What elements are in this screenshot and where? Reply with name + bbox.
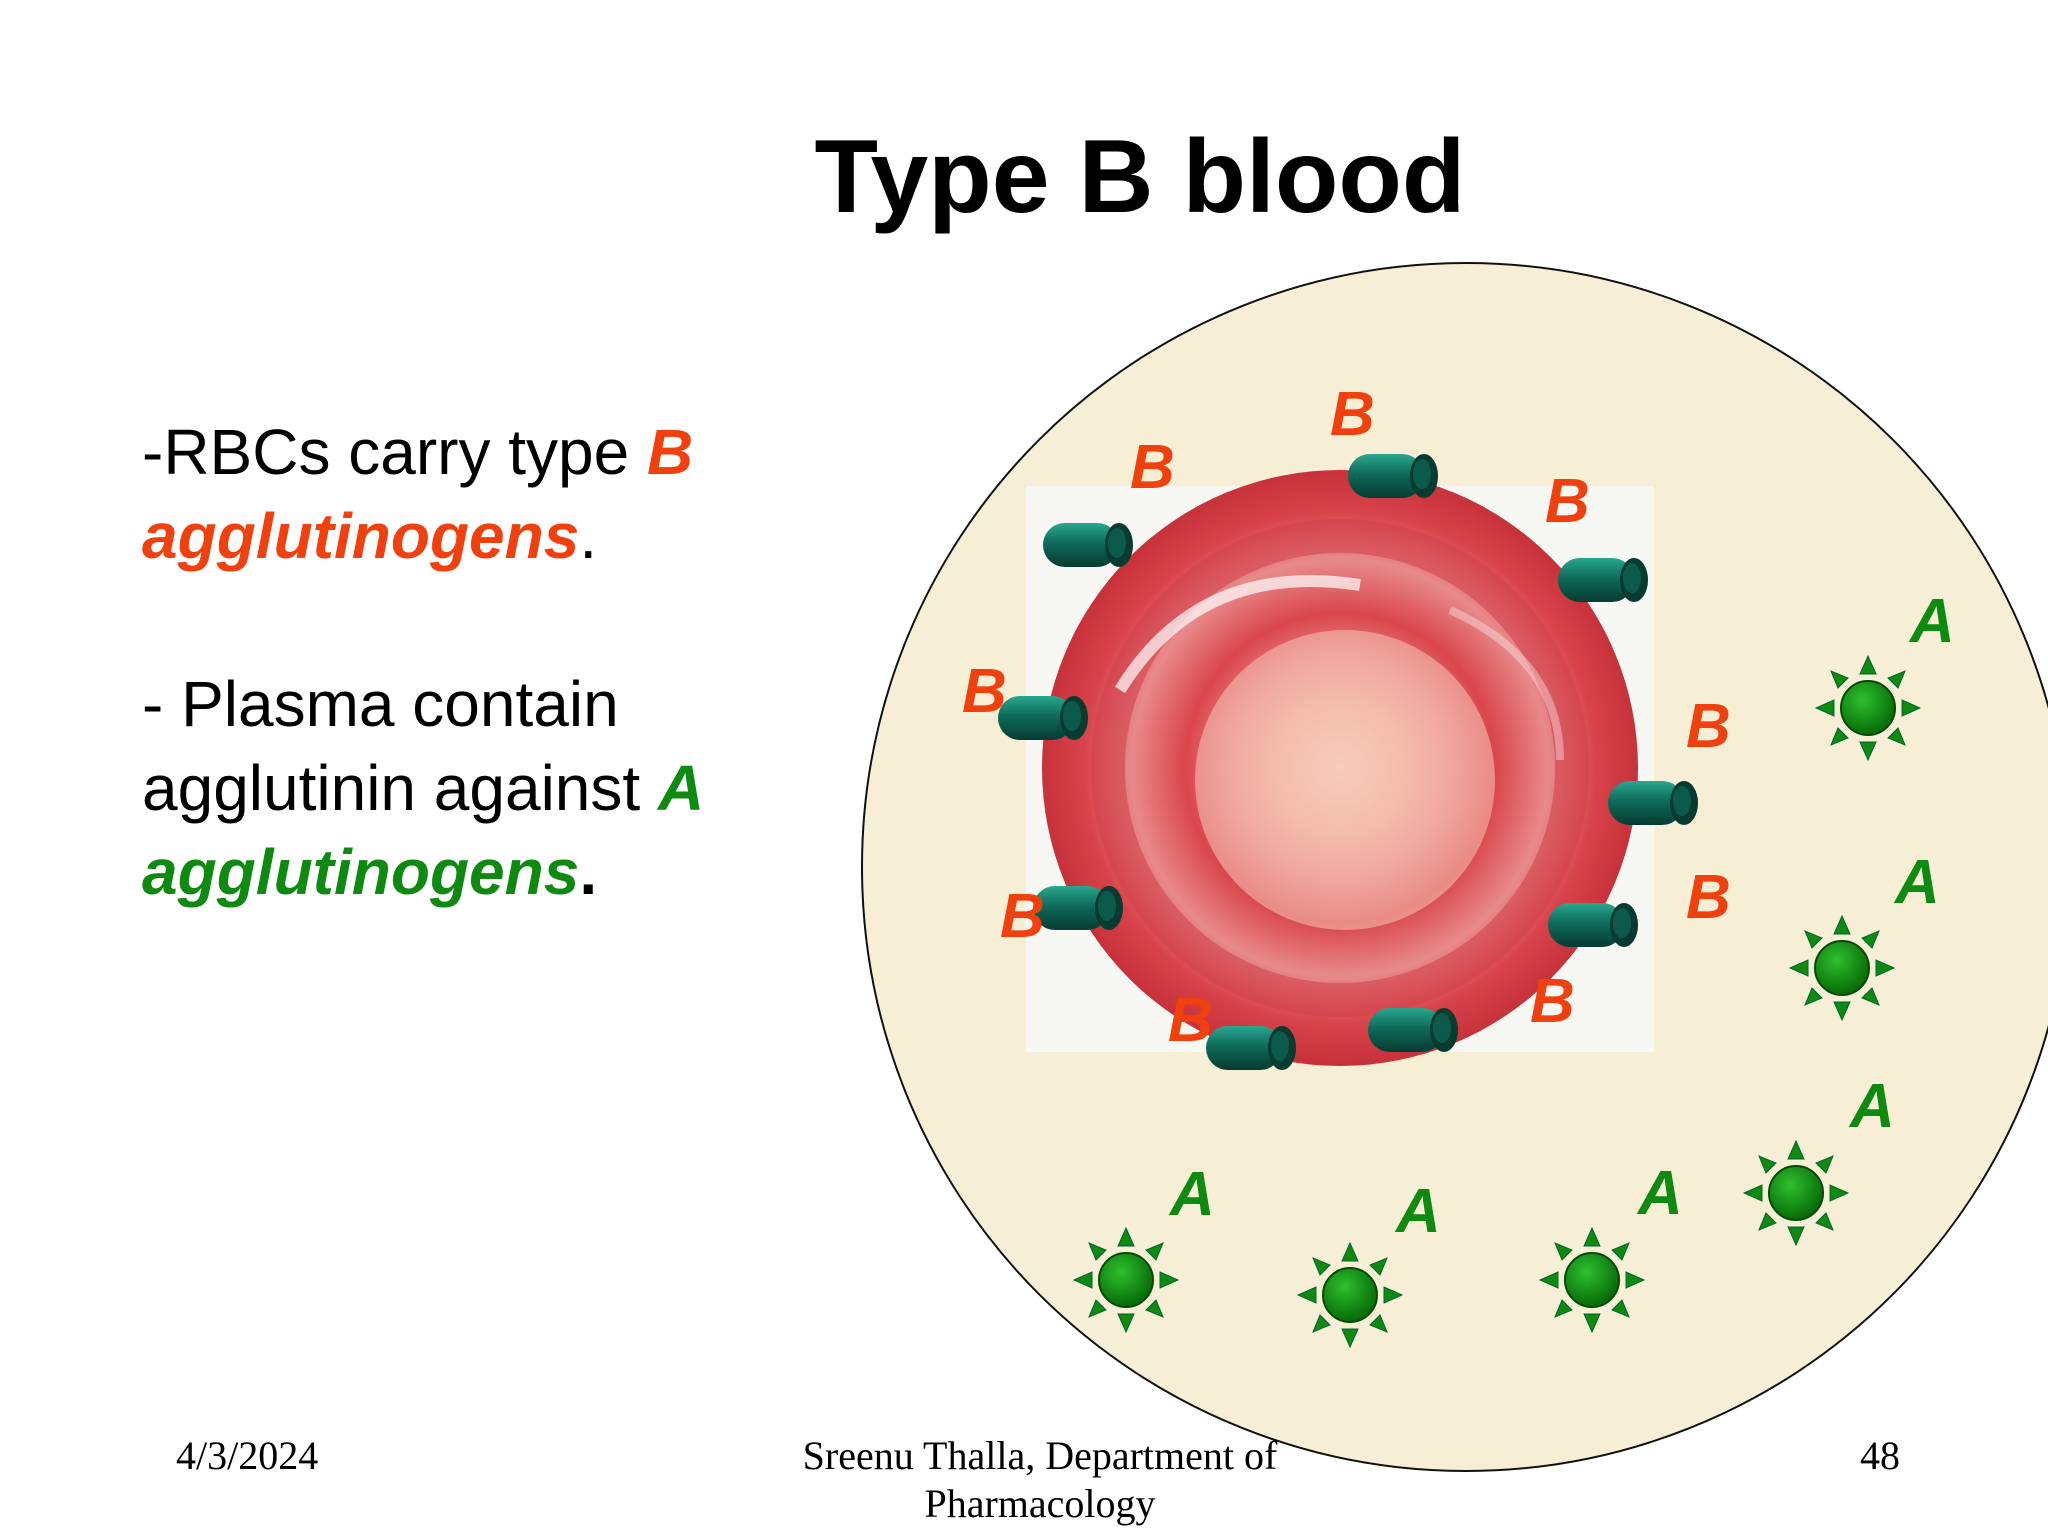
antigen-label: B	[1168, 986, 1213, 1055]
bullet-list: -RBCs carry type B agglutinogens. - Plas…	[142, 410, 782, 914]
footer-author-line2: Pharmacology	[924, 1481, 1156, 1526]
footer-date: 4/3/2024	[176, 1433, 319, 1478]
antibody-label: A	[1848, 1072, 1895, 1141]
antibody-label: A	[1168, 1160, 1215, 1229]
antibody-star-icon	[1297, 1242, 1403, 1348]
antigen-cylinder-icon	[1206, 1026, 1296, 1070]
antigen-cylinder-icon	[1368, 1008, 1458, 1052]
antigen-cylinder-icon	[1033, 886, 1123, 930]
red-blood-cell-icon	[1042, 470, 1638, 1066]
antibody-star-icon	[1789, 915, 1895, 1021]
antibody-label: A	[1908, 587, 1955, 656]
bullet-rbc-antigens: -RBCs carry type B agglutinogens.	[142, 410, 782, 578]
antigen-cylinder-icon	[1043, 523, 1133, 567]
antigen-label: B	[1686, 692, 1731, 761]
antigen-label: B	[1530, 967, 1575, 1036]
bullet-text: - Plasma contain agglutinin against	[142, 668, 658, 824]
antigen-cylinder-icon	[1608, 781, 1698, 825]
antibody-label: A	[1893, 848, 1940, 917]
antigen-label: B	[1330, 380, 1375, 449]
antigen-cylinder-icon	[998, 696, 1088, 740]
antibody-star-icon	[1073, 1227, 1179, 1333]
antigen-label: B	[962, 657, 1007, 726]
antibody-word: agglutinogens	[142, 836, 580, 908]
antigen-word: agglutinogens	[142, 500, 580, 572]
footer-page-number: 48	[1860, 1433, 1900, 1478]
antigen-label: B	[1130, 433, 1175, 502]
bullet-plasma-antibodies: - Plasma contain agglutinin against A ag…	[142, 662, 782, 914]
antibody-star-icon	[1539, 1227, 1645, 1333]
slide-title: Type B blood	[814, 119, 1466, 235]
footer-author-line1: Sreenu Thalla, Department of	[802, 1433, 1278, 1478]
footer-author: Sreenu Thalla, Department of Pharmacolog…	[760, 1432, 1320, 1528]
bullet-suffix: .	[579, 500, 598, 572]
antibody-letter: A	[657, 752, 705, 824]
antigen-cylinder-icon	[1558, 558, 1648, 602]
bullet-text: -RBCs carry type	[142, 416, 647, 488]
antibody-star-icon	[1743, 1140, 1849, 1246]
antigen-label: B	[1686, 863, 1731, 932]
antigen-label: B	[1545, 467, 1590, 536]
antibody-star-icon	[1815, 655, 1921, 761]
antigen-cylinder-icon	[1548, 903, 1638, 947]
antibody-label: A	[1394, 1177, 1441, 1246]
antibody-label: A	[1636, 1159, 1683, 1228]
bullet-suffix: .	[579, 836, 598, 908]
antigen-cylinder-icon	[1348, 454, 1438, 498]
antigen-letter: B	[646, 416, 694, 488]
antigen-label: B	[1000, 882, 1045, 951]
